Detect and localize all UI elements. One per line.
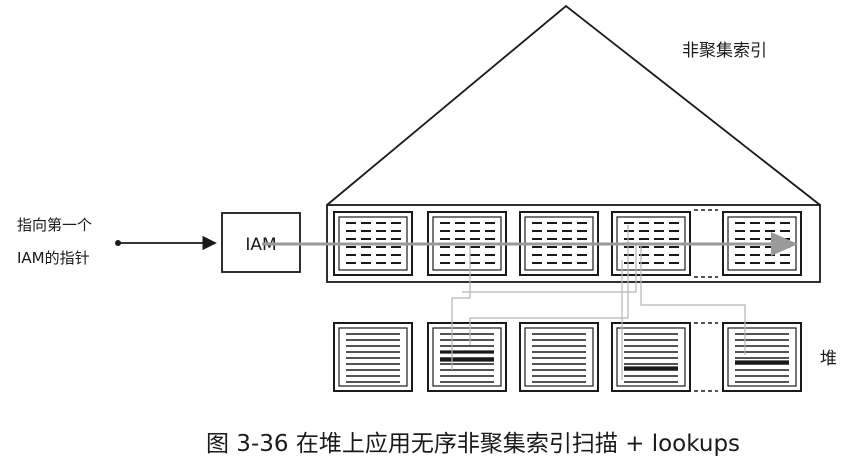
heap-page	[333, 322, 413, 392]
lookup-line-4	[469, 225, 629, 345]
index-triangle	[326, 4, 821, 206]
pointer-label-line2: IAM的指针	[17, 249, 90, 267]
figure-caption: 图 3-36 在堆上应用无序非聚集索引扫描 + lookups	[206, 431, 740, 457]
index-tree: 非聚集索引	[326, 4, 821, 206]
pointer-label-line1: 指向第一个	[17, 216, 92, 234]
iam-pointer: 指向第一个 IAM的指针	[17, 216, 217, 267]
lookup-line-1	[451, 245, 471, 370]
heap-page	[611, 322, 691, 392]
heap-label: 堆	[820, 349, 837, 369]
pointer-origin-dot	[115, 240, 121, 246]
heap: 堆	[333, 322, 837, 392]
heap-pages	[333, 322, 802, 392]
heap-page	[519, 322, 599, 392]
heap-page	[722, 322, 802, 392]
heap-page	[427, 322, 507, 392]
lookup-connectors	[451, 225, 746, 380]
iam-label: IAM	[245, 235, 276, 255]
lookup-line-3	[640, 245, 746, 355]
index-label: 非聚集索引	[682, 41, 767, 61]
lookup-line-2	[462, 245, 637, 293]
